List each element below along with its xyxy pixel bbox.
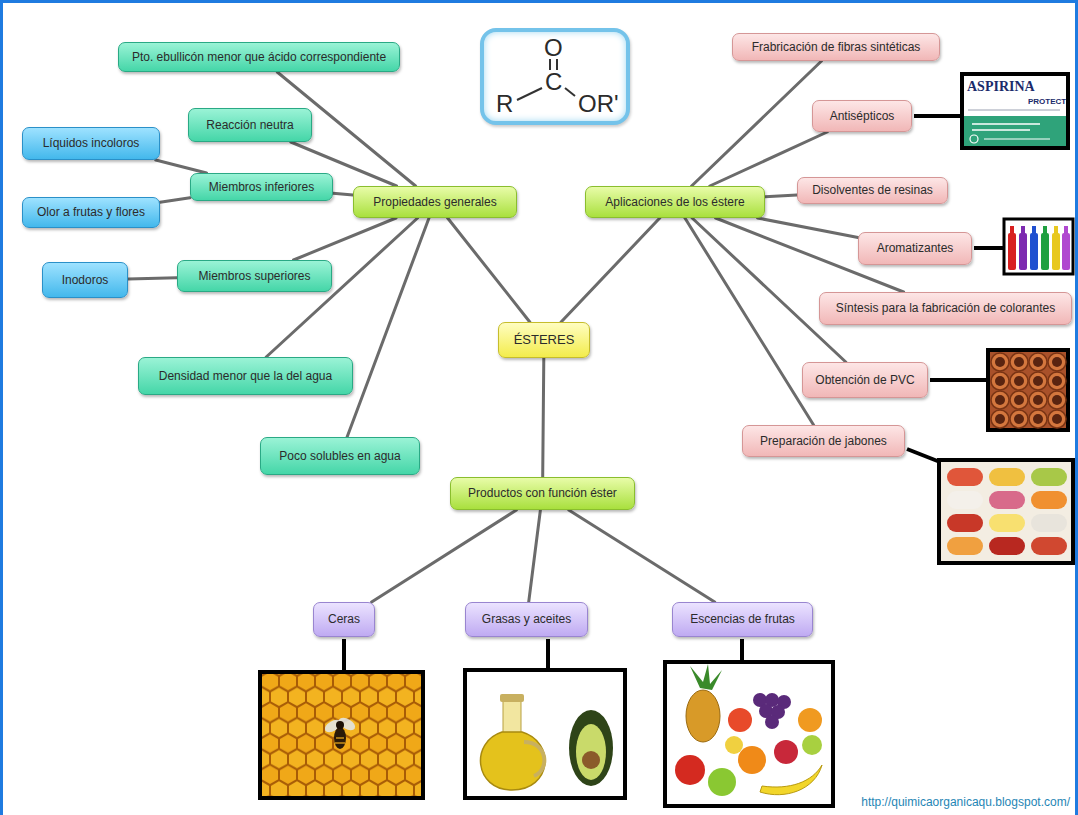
branch-line bbox=[448, 218, 530, 322]
branch-line bbox=[561, 218, 660, 322]
formula-symbol: O bbox=[544, 34, 563, 62]
topic-box: Obtención de PVC bbox=[802, 362, 928, 398]
topic-box: Miembros superiores bbox=[177, 260, 332, 292]
formula-symbol: C bbox=[545, 68, 562, 96]
topic-box: Aromatizantes bbox=[858, 232, 972, 265]
topic-text: Aromatizantes bbox=[877, 241, 954, 255]
source-url: http://quimicaorganicaqu.blogspot.com/ bbox=[859, 795, 1072, 809]
topic-text: Disolventes de resinas bbox=[812, 183, 933, 197]
topic-box: Preparación de jabones bbox=[742, 425, 905, 457]
topic-box: Densidad menor que la del agua bbox=[138, 357, 353, 395]
topic-text: Propiedades generales bbox=[373, 195, 496, 209]
topic-box: Escencias de frutas bbox=[672, 602, 813, 637]
topic-text: Frabricación de fibras sintéticas bbox=[752, 40, 921, 54]
topic-text: Densidad menor que la del agua bbox=[159, 369, 332, 383]
branch-line bbox=[758, 218, 858, 238]
topic-box: Inodoros bbox=[42, 262, 128, 298]
branch-line bbox=[372, 510, 517, 602]
topic-text: Pto. ebullicón menor que ácido correspon… bbox=[132, 50, 386, 64]
topic-text: Ceras bbox=[328, 612, 360, 626]
topic-box: Frabricación de fibras sintéticas bbox=[732, 33, 940, 61]
topic-box: Productos con función éster bbox=[450, 477, 635, 510]
bottles-picture bbox=[1004, 219, 1073, 274]
formula-symbol: R bbox=[496, 90, 513, 118]
topic-text: Síntesis para la fabricación de colorant… bbox=[836, 301, 1055, 315]
branch-line bbox=[692, 61, 822, 186]
branch-line bbox=[333, 193, 353, 195]
branch-line bbox=[160, 198, 190, 203]
branch-line bbox=[692, 218, 846, 362]
topic-box: Síntesis para la fabricación de colorant… bbox=[819, 292, 1072, 325]
topic-box: Poco solubles en agua bbox=[260, 437, 420, 475]
topic-box: Olor a frutas y flores bbox=[22, 197, 160, 228]
topic-text: Líquidos incoloros bbox=[43, 136, 140, 150]
topic-text: Preparación de jabones bbox=[760, 434, 887, 448]
topic-box: Antisépticos bbox=[812, 100, 912, 132]
topic-box: Ceras bbox=[313, 602, 375, 637]
leader-lines bbox=[344, 116, 1003, 670]
package-text: PROTECT bbox=[1028, 97, 1066, 107]
topic-text: ÉSTERES bbox=[514, 332, 575, 348]
topic-box: Aplicaciones de los éstere bbox=[585, 186, 765, 218]
topic-box: Propiedades generales bbox=[353, 186, 517, 218]
topic-text: Obtención de PVC bbox=[815, 373, 914, 387]
formula-box: O R C OR' bbox=[480, 28, 630, 125]
branch-line bbox=[156, 160, 207, 173]
bond bbox=[517, 88, 542, 100]
honeycomb-picture bbox=[260, 672, 423, 798]
topic-text: Productos con función éster bbox=[468, 486, 617, 500]
topic-text: Antisépticos bbox=[830, 109, 895, 123]
branch-line bbox=[765, 195, 797, 197]
oil-avocado-picture bbox=[465, 670, 625, 798]
branch-line bbox=[128, 278, 177, 279]
topic-text: Reacción neutra bbox=[206, 118, 293, 132]
aspirin-box-picture bbox=[962, 74, 1068, 148]
fruits-picture bbox=[665, 662, 833, 806]
topic-text: Grasas y aceites bbox=[482, 612, 571, 626]
branch-line bbox=[529, 510, 541, 602]
topic-box: Reacción neutra bbox=[188, 108, 312, 142]
topic-box: Pto. ebullicón menor que ácido correspon… bbox=[118, 42, 400, 72]
topic-box: Líquidos incoloros bbox=[22, 127, 160, 160]
branch-line bbox=[569, 510, 715, 602]
pvc-pipes-picture bbox=[988, 350, 1068, 430]
branch-line bbox=[347, 218, 429, 437]
topic-text: Inodoros bbox=[62, 273, 109, 287]
topic-text: Aplicaciones de los éstere bbox=[605, 195, 744, 209]
package-text: ASPIRINA bbox=[967, 79, 1035, 96]
topic-text: Escencias de frutas bbox=[690, 612, 795, 626]
topic-box: ÉSTERES bbox=[498, 322, 590, 358]
topic-text: Poco solubles en agua bbox=[279, 449, 400, 463]
formula-symbol: OR' bbox=[578, 90, 619, 118]
topic-text: Olor a frutas y flores bbox=[37, 205, 145, 219]
branch-line bbox=[543, 358, 544, 477]
bond bbox=[565, 88, 575, 96]
topic-box: Miembros inferiores bbox=[190, 173, 333, 201]
topic-box: Disolventes de resinas bbox=[797, 177, 948, 204]
topic-box: Grasas y aceites bbox=[465, 602, 588, 637]
branch-line bbox=[685, 218, 814, 425]
topic-text: Miembros superiores bbox=[198, 269, 310, 283]
topic-text: Miembros inferiores bbox=[209, 180, 314, 194]
soap-bars-picture bbox=[939, 460, 1073, 563]
